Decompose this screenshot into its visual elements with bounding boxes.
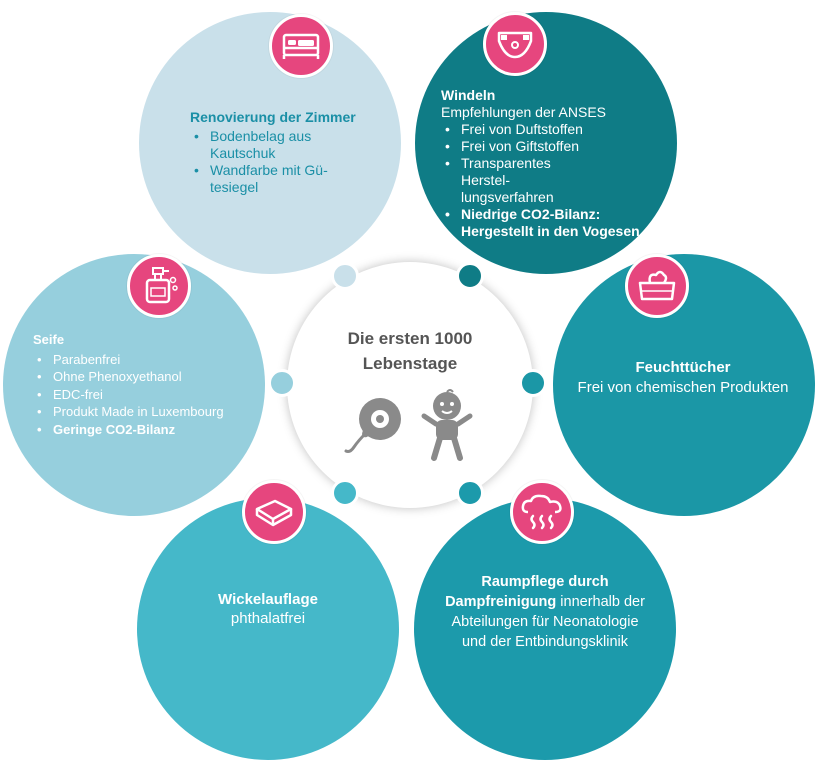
center-title: Die ersten 1000 Lebenstage <box>347 329 473 373</box>
changing-pad-icon <box>255 499 293 527</box>
windeln-subtitle: Empfehlungen der ANSES <box>441 104 606 120</box>
bed-icon-badge <box>269 14 333 78</box>
zimmer-heading: Renovierung der Zimmer <box>190 109 356 125</box>
steam-icon-badge <box>510 480 574 544</box>
seife-item: Ohne Phenoxyethanol <box>33 368 248 386</box>
sperm-egg-icon <box>344 398 401 453</box>
windeln-bold-item: Niedrige CO2-Bilanz: Hergestellt in den … <box>441 206 651 240</box>
baby-icon <box>421 389 473 461</box>
raum-bold: Raumpflege durch Dampfreinigung <box>445 574 609 610</box>
feucht-heading: Feuchttücher <box>635 359 731 376</box>
bed-icon <box>282 33 320 59</box>
zimmer-item: Wandfarbe mit Gü-tesiegel <box>190 162 332 196</box>
wickel-description: phthalatfrei <box>230 610 306 627</box>
raum-rest: innerhalb der Abteilungen für Neonatolog… <box>451 594 645 650</box>
raum-text: Raumpflege durch Dampfreinigung innerhal… <box>443 572 647 652</box>
connector-dot-seife <box>268 369 296 397</box>
diaper-icon-badge <box>483 12 547 76</box>
zimmer-text: Renovierung der Zimmer Bodenbelag aus Ka… <box>190 109 380 196</box>
seife-item: EDC-frei <box>33 386 248 404</box>
soap-icon <box>145 267 178 304</box>
feucht-description: Frei von chemischen Produkten <box>577 379 789 396</box>
connector-dot-zimmer <box>331 262 359 290</box>
connector-dot-feucht <box>519 369 547 397</box>
changing-pad-icon-badge <box>242 480 306 544</box>
center-circle <box>287 262 533 508</box>
wickel-text: Wickelauflage phthalatfrei <box>168 590 368 628</box>
seife-heading: Seife <box>33 332 65 347</box>
wickel-heading: Wickelauflage <box>218 591 318 608</box>
seife-text: Seife Parabenfrei Ohne Phenoxyethanol ED… <box>33 331 248 438</box>
steam-icon <box>521 494 562 530</box>
connector-dot-raum <box>456 479 484 507</box>
seife-item: Produkt Made in Luxembourg <box>33 403 248 421</box>
windeln-item: Frei von Giftstoffen <box>441 138 651 155</box>
seife-item: Parabenfrei <box>33 351 248 369</box>
connector-dot-windeln <box>456 262 484 290</box>
zimmer-item: Bodenbelag aus Kautschuk <box>190 128 328 162</box>
feucht-text: Feuchttücher Frei von chemischen Produkt… <box>563 358 803 398</box>
windeln-item: Frei von Duftstoffen <box>441 121 651 138</box>
seife-bold-item: Geringe CO2-Bilanz <box>33 421 248 439</box>
connector-dot-wickel <box>331 479 359 507</box>
diaper-icon <box>497 31 533 59</box>
windeln-heading: Windeln <box>441 87 496 103</box>
windeln-item: Transparentes Herstel-lungsverfahren <box>441 155 596 206</box>
soap-icon-badge <box>127 254 191 318</box>
wipes-icon-badge <box>625 254 689 318</box>
windeln-text: Windeln Empfehlungen der ANSES Frei von … <box>441 87 651 240</box>
wipes-icon <box>638 270 676 301</box>
